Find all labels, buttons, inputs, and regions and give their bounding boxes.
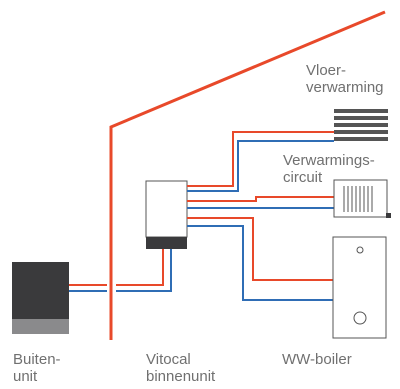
indoor-unit-label: Vitocal binnenunit [146,351,216,385]
floor-heating-icon [334,109,388,141]
indoor-unit-body [145,180,188,238]
radiator-icon [333,179,391,218]
house-outline [109,10,386,340]
floor-heating-pipes [187,131,334,192]
outdoor-unit-body [12,262,69,319]
water-boiler-icon [332,236,387,339]
outdoor-pipes [69,249,172,292]
outdoor-unit-label: Buiten- unit [13,351,61,385]
heating-circuit-label: Verwarmings- circuit [283,152,375,186]
water-boiler-label: WW-boiler [282,351,352,368]
indoor-unit-base [146,237,187,249]
outdoor-unit-base [12,319,69,334]
floor-heating-label: Vloer- verwarming [306,62,384,96]
boiler-pipes [187,217,333,301]
heating-circuit-pipes [187,196,334,209]
